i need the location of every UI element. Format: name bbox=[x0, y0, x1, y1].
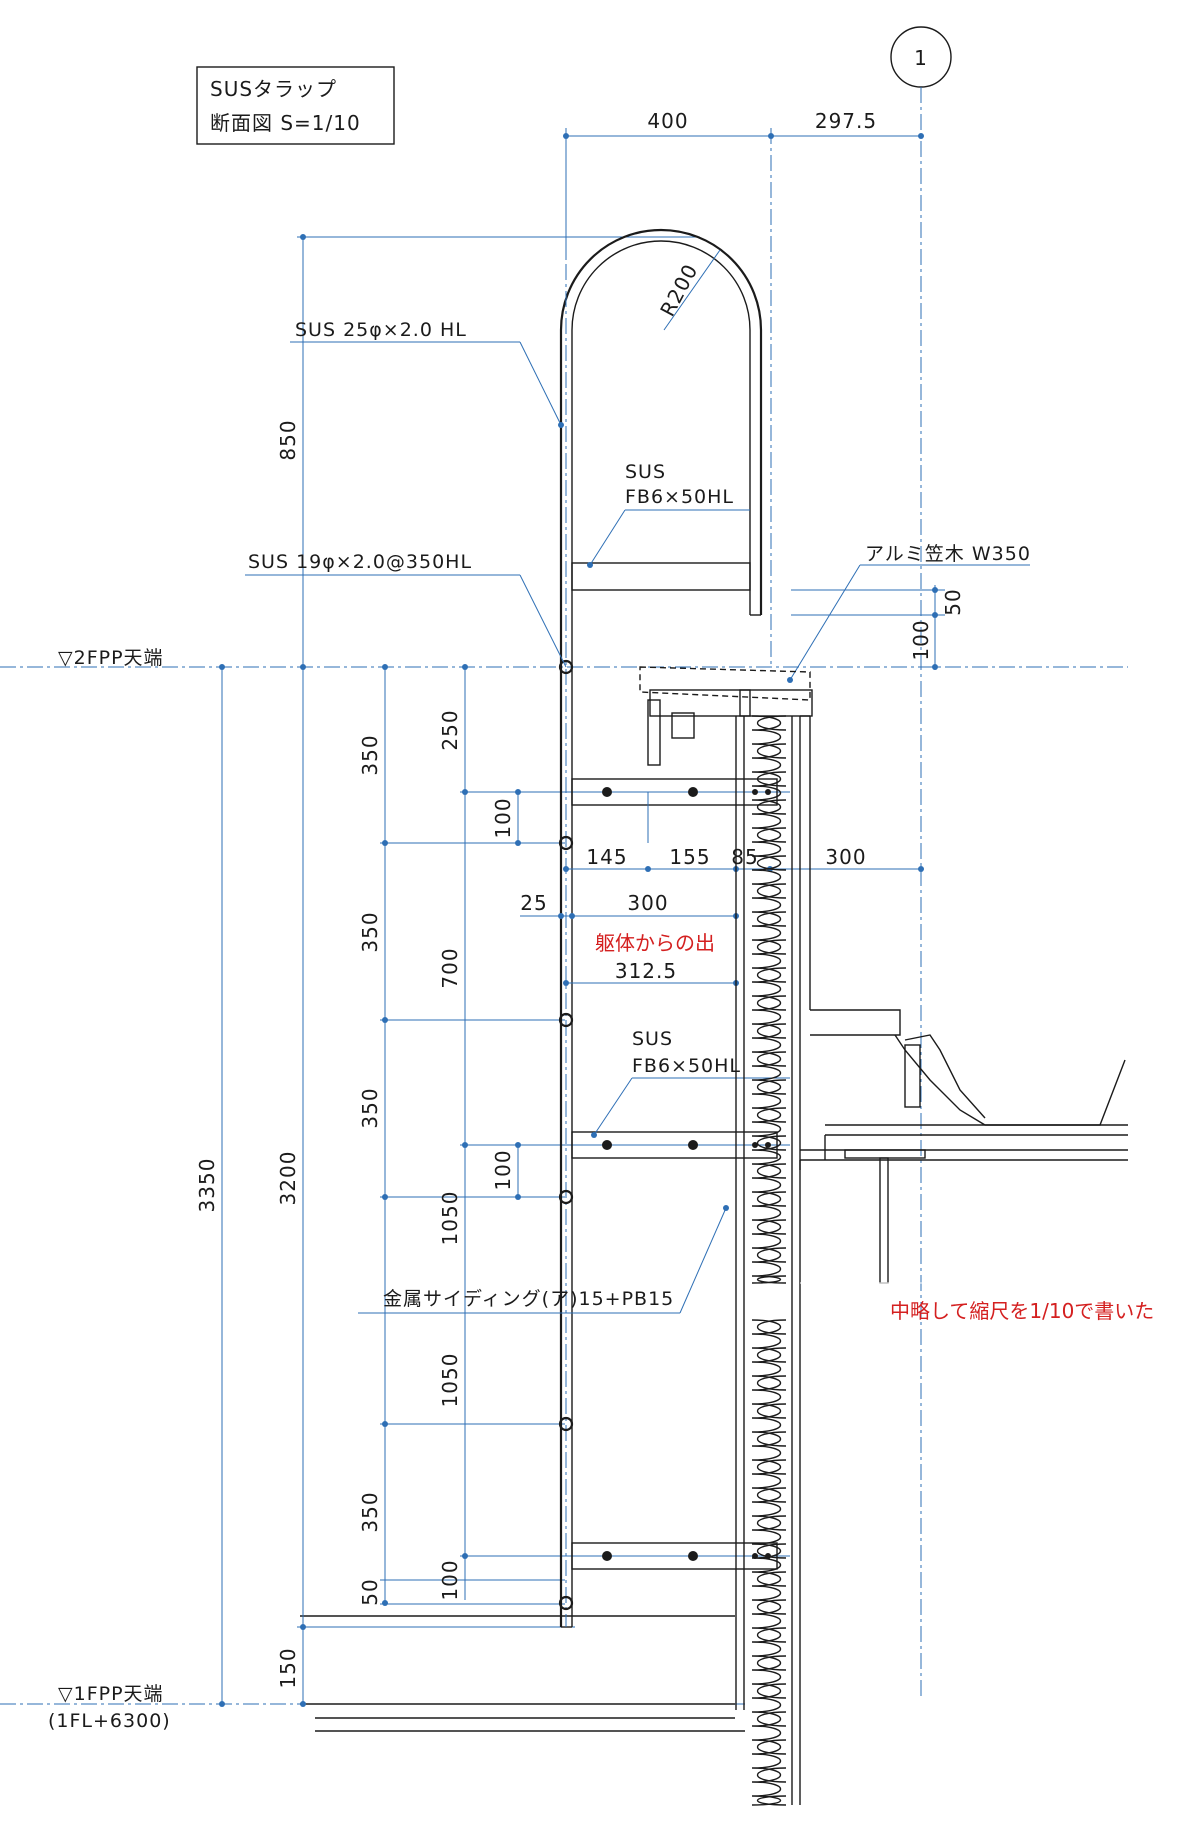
dim-350-b: 350 bbox=[358, 911, 382, 952]
dim-300-a: 300 bbox=[825, 845, 866, 869]
dim-50: 50 bbox=[358, 1578, 382, 1605]
coping-dashed bbox=[639, 666, 811, 701]
dim-100-c: 100 bbox=[438, 1559, 462, 1600]
dim-350-d: 350 bbox=[358, 1491, 382, 1532]
rung bbox=[558, 1595, 574, 1611]
bracket-middle bbox=[571, 1131, 778, 1159]
dim-312-5: 312.5 bbox=[615, 959, 677, 983]
wall-structure bbox=[639, 666, 1128, 1806]
label-siding: 金属サイディング(ア)15+PB15 bbox=[383, 1288, 674, 1310]
ladder: R200 bbox=[558, 228, 778, 1628]
rung bbox=[558, 659, 574, 675]
dim-right-100: 100 bbox=[909, 619, 933, 660]
label-pipe-rail: SUS 25φ×2.0 HL bbox=[295, 319, 467, 341]
dim-100-a: 100 bbox=[491, 797, 515, 838]
label-fb-mid-1: SUS bbox=[632, 1028, 673, 1050]
title-line-1: SUSタラップ bbox=[210, 77, 337, 101]
dim-100-b: 100 bbox=[491, 1149, 515, 1190]
dim-right-50: 50 bbox=[941, 588, 965, 615]
top-flat-bar bbox=[571, 562, 751, 591]
level-lines: ▽2FPP天端 ▽1FPP天端 (1FL+6300) bbox=[0, 647, 1128, 1732]
dim-145: 145 bbox=[586, 845, 627, 869]
grid-marker: 1 bbox=[890, 26, 952, 1700]
ladder-rail-outer bbox=[559, 228, 763, 1627]
bracket-lower bbox=[571, 1542, 778, 1570]
annotations: SUS 25φ×2.0 HL SUS FB6×50HL SUS 19φ×2.0@… bbox=[245, 319, 1031, 1314]
rung bbox=[558, 1189, 574, 1205]
ladder-rail-inner bbox=[571, 240, 751, 1627]
dim-3200: 3200 bbox=[276, 1151, 300, 1206]
rung bbox=[558, 1012, 574, 1028]
dim-297-5: 297.5 bbox=[815, 109, 877, 133]
level-1fpp-note: (1FL+6300) bbox=[48, 1710, 171, 1732]
dim-155: 155 bbox=[669, 845, 710, 869]
dim-1050-a: 1050 bbox=[438, 1191, 462, 1246]
level-2fpp-label: ▽2FPP天端 bbox=[58, 647, 164, 669]
dim-350-a: 350 bbox=[358, 734, 382, 775]
dim-150: 150 bbox=[276, 1647, 300, 1688]
title-block: SUSタラップ 断面図 S=1/10 bbox=[196, 66, 395, 145]
dim-1050-b: 1050 bbox=[438, 1353, 462, 1408]
title-frame bbox=[196, 66, 395, 145]
dim-25: 25 bbox=[520, 891, 547, 915]
dim-r200: R200 bbox=[655, 260, 703, 321]
dim-850: 850 bbox=[276, 419, 300, 460]
dim-250: 250 bbox=[438, 709, 462, 750]
label-fb-top-2: FB6×50HL bbox=[625, 486, 734, 508]
dim-400: 400 bbox=[647, 109, 688, 133]
siding-corrugation bbox=[751, 715, 787, 1806]
bracket-upper bbox=[571, 778, 778, 843]
projection-note: 躯体からの出 bbox=[595, 931, 715, 955]
grid-number: 1 bbox=[914, 46, 928, 70]
omission-note: 中略して縮尺を1/10で書いた bbox=[890, 1299, 1154, 1323]
label-fb-mid-2: FB6×50HL bbox=[632, 1055, 741, 1077]
title-line-2: 断面図 S=1/10 bbox=[210, 111, 361, 135]
level-1fpp-label: ▽1FPP天端 bbox=[58, 1683, 164, 1705]
dim-3350: 3350 bbox=[195, 1158, 219, 1213]
horizontal-dimensions: 145 155 85 300 25 300 312.5 躯体からの出 50 10… bbox=[520, 585, 965, 986]
label-rung: SUS 19φ×2.0@350HL bbox=[248, 551, 472, 573]
dim-700: 700 bbox=[438, 947, 462, 988]
dim-350-c: 350 bbox=[358, 1087, 382, 1128]
rung bbox=[558, 1416, 574, 1432]
label-fb-top-1: SUS bbox=[625, 461, 666, 483]
label-coping: アルミ笠木 W350 bbox=[865, 543, 1031, 565]
dim-300-b: 300 bbox=[627, 891, 668, 915]
rungs bbox=[558, 659, 574, 1611]
rung bbox=[558, 835, 574, 851]
top-dimensions: 400 297.5 bbox=[563, 109, 924, 665]
vertical-dimensions: 3350 850 3200 150 350 350 350 350 50 250… bbox=[195, 234, 790, 1707]
